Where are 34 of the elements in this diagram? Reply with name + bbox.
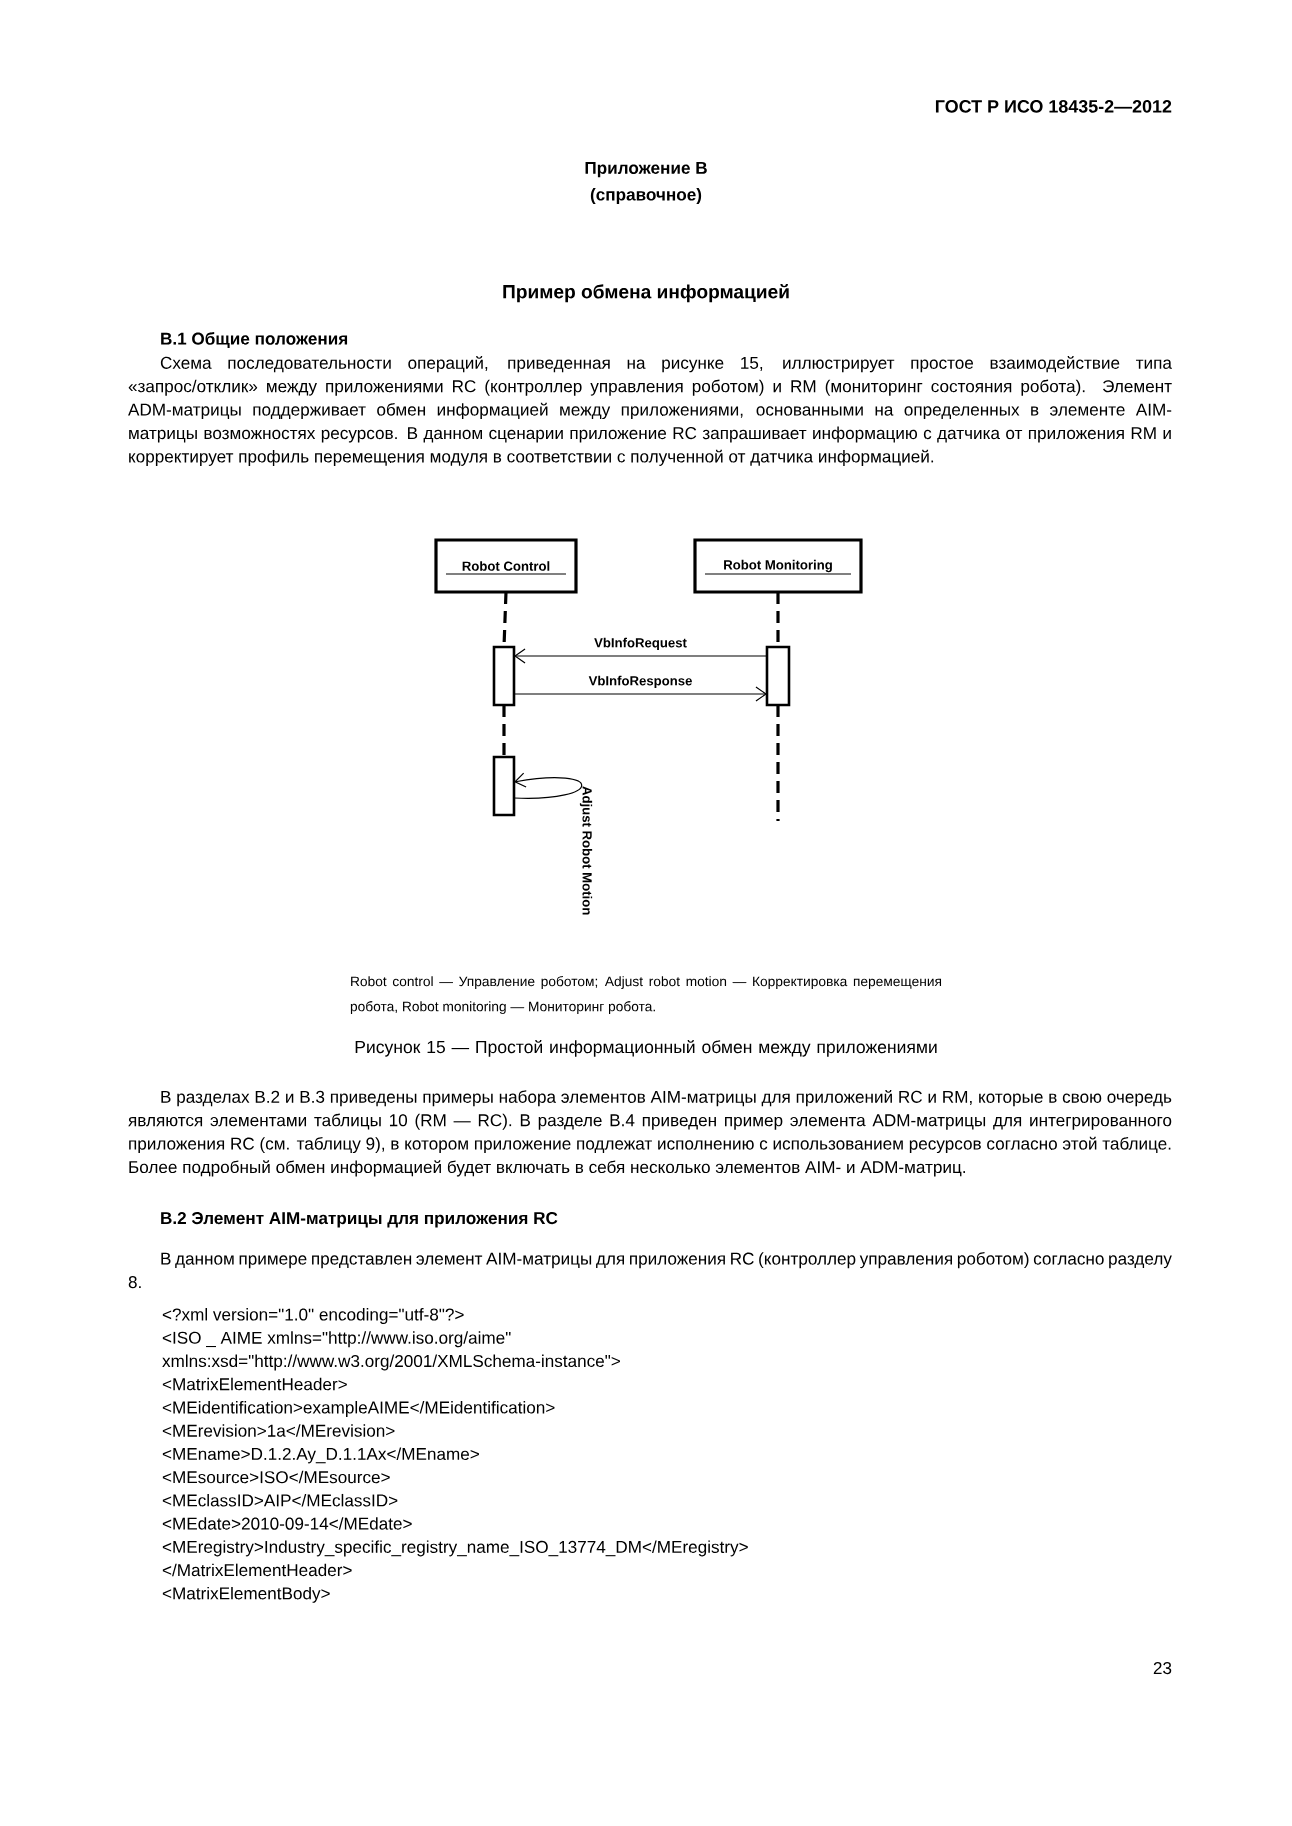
code-line: <MErevision>1a</MErevision> <box>162 1424 395 1437</box>
code-line: <MEidentification>exampleAIME</MEidentification> <box>162 1401 555 1417</box>
title: Пример обмена информацией <box>503 284 789 303</box>
code-line: </MatrixElementHeader> <box>162 1563 352 1577</box>
activation-bar <box>765 645 791 707</box>
page-number: 23 <box>1153 1662 1172 1675</box>
lifeline <box>776 705 780 821</box>
section-heading: В.1 Общие положения <box>161 332 348 348</box>
self-message-arrow <box>513 772 583 799</box>
paragraph: В данном примере представлен элемент AIM-матрицы для приложения RC (контроллер управления роботом) согласно разделу 8. <box>128 1252 1172 1289</box>
lifeline <box>502 705 506 757</box>
code-line: <MEclassID>AIP</MEclassID> <box>162 1493 398 1507</box>
activation-bar <box>492 755 516 817</box>
code-line: <MEname>D.1.2.Ay_D.1.1Ax</MEname> <box>162 1447 479 1464</box>
lifeline <box>776 592 780 647</box>
code-line: <ISO _ AIME xmlns="http://www.iso.org/aime" <box>162 1331 511 1348</box>
page-header: ГОСТ Р ИСО 18435-2—2012 <box>935 100 1172 113</box>
paragraph: В разделах В.2 и В.3 приведены примеры набора элементов AIM-матрицы для приложений RC и RM, которые в свою очередь являются элементами таблицы 10 (RM — RC). В разделе В.4 приведен пример элемента ADM-матрицы для интегрированного приложения RC (см. таблицу 9), в котором приложение подлежат исполнению с использованием ресурсов согласно этой таблице. Более подробный обмен информацией будет включать в себя несколько элементов AIM- и ADM-матриц. <box>128 1090 1172 1177</box>
message-arrow <box>513 686 767 702</box>
message-arrow <box>514 648 768 664</box>
annex-heading: Приложение В <box>585 162 707 178</box>
caption: Рисунок 15 — Простой информационный обмен между приложениями <box>355 1040 937 1057</box>
paragraph: Схема последовательности операций, приведенная на рисунке 15, иллюстрирует простое взаимодействие типа «запрос/отклик» между приложениями RC (контроллер управления роботом) и RM (мониторинг состояния робота). Элемент ADM-матрицы поддерживает обмен информацией между приложениями, основанными на определенных в элементе AIM-матрицы возможностях ресурсов. В данном сценарии приложение RC запрашивает информацию с датчика от приложения RM и корректирует профиль перемещения модуля в соответствии с полученной от датчика информацией. <box>128 356 1172 466</box>
code-line: <MEregistry>Industry_specific_registry_name_ISO_13774_DM</MEregistry> <box>162 1540 748 1557</box>
annex-heading: (справочное) <box>590 188 702 204</box>
code-line: <MEsource>ISO</MEsource> <box>162 1470 390 1484</box>
code-line: xmlns:xsd="http://www.w3.org/2001/XMLSchema-instance"> <box>162 1354 620 1371</box>
section-heading: В.2 Элемент AIM-матрицы для приложения RC <box>161 1212 558 1228</box>
code-line: <MatrixElementBody> <box>162 1586 330 1603</box>
lifeline <box>502 591 508 648</box>
activation-bar <box>492 645 516 707</box>
code-line: <MatrixElementHeader> <box>162 1377 347 1391</box>
code-line: <?xml version="1.0" encoding="utf-8"?> <box>162 1308 464 1324</box>
code-line: <MEdate>2010-09-14</MEdate> <box>162 1517 412 1530</box>
